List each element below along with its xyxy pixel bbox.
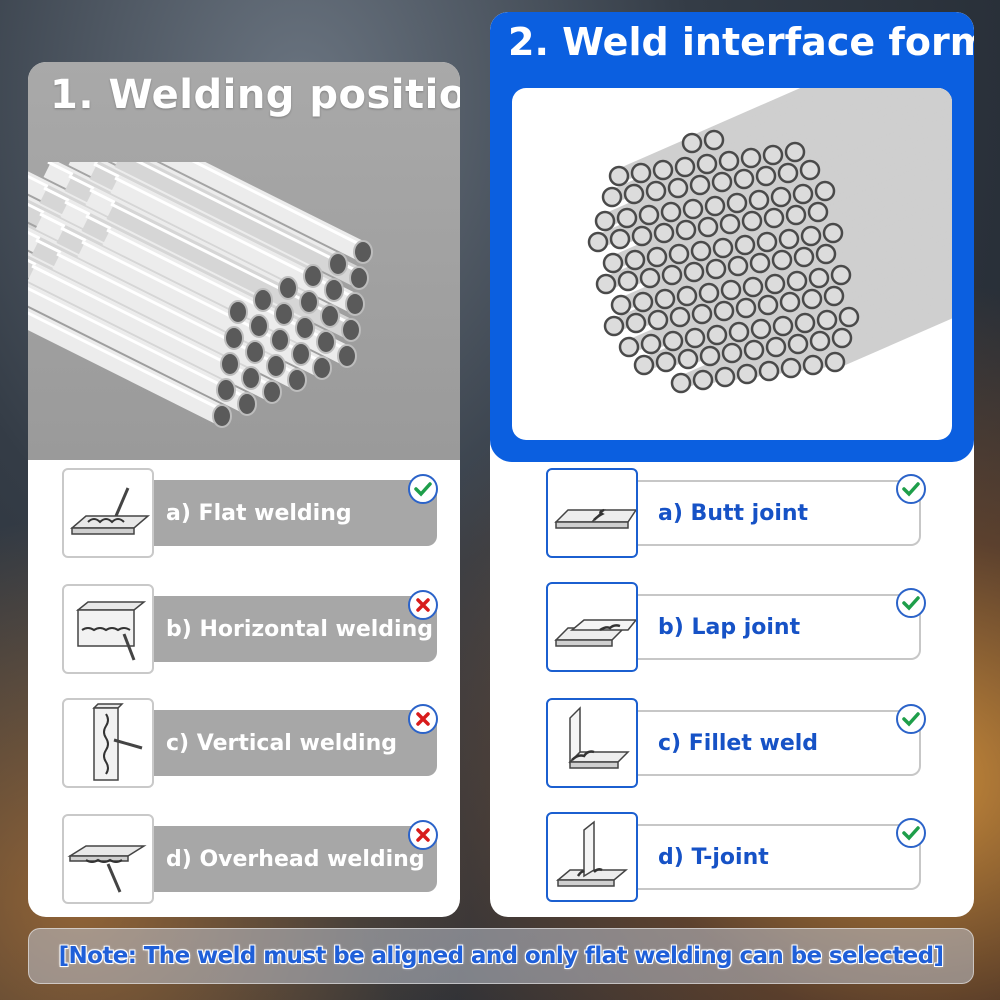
weld-interface-title: 2. Weld interface form: — [508, 20, 974, 64]
overhead-welding-label: d) Overhead welding — [154, 826, 437, 892]
rods-bundle-photo: 1. Welding position: — [28, 62, 460, 460]
row-horizontal-welding: b) Horizontal welding — [62, 584, 442, 674]
horizontal-welding-label: b) Horizontal welding — [154, 596, 437, 662]
overhead-welding-diagram — [62, 814, 154, 904]
lap-joint-diagram — [546, 582, 638, 672]
note-text: [Note: The weld must be aligned and only… — [58, 943, 944, 969]
row-overhead-welding: d) Overhead welding — [62, 814, 442, 904]
cross-icon — [408, 704, 438, 734]
weld-interface-panel: 2. Weld interface form: — [490, 12, 974, 917]
note-bar: [Note: The weld must be aligned and only… — [28, 928, 974, 984]
welding-position-panel: 1. Welding position: a) Flat welding b — [28, 62, 460, 917]
check-icon — [896, 588, 926, 618]
weld-interface-header: 2. Weld interface form: — [490, 12, 974, 462]
row-fillet-weld: c) Fillet weld — [546, 698, 926, 788]
check-icon — [896, 704, 926, 734]
row-flat-welding: a) Flat welding — [62, 468, 442, 558]
fillet-weld-label: c) Fillet weld — [638, 710, 921, 776]
cross-icon — [408, 590, 438, 620]
fillet-weld-diagram — [546, 698, 638, 788]
row-lap-joint: b) Lap joint — [546, 582, 926, 672]
check-icon — [896, 474, 926, 504]
flat-welding-label: a) Flat welding — [154, 480, 437, 546]
row-vertical-welding: c) Vertical welding — [62, 698, 442, 788]
cross-icon — [408, 820, 438, 850]
check-icon — [896, 818, 926, 848]
aluminum-rods-illustration — [28, 162, 373, 428]
horizontal-welding-diagram — [62, 584, 154, 674]
flat-welding-diagram — [62, 468, 154, 558]
check-icon — [408, 474, 438, 504]
row-butt-joint: a) Butt joint — [546, 468, 926, 558]
vertical-welding-diagram — [62, 698, 154, 788]
t-joint-diagram — [546, 812, 638, 902]
butt-joint-diagram — [546, 468, 638, 558]
welding-position-title: 1. Welding position: — [50, 72, 460, 118]
butt-joint-label: a) Butt joint — [638, 480, 921, 546]
rods-ends-photo — [512, 88, 952, 440]
t-joint-label: d) T-joint — [638, 824, 921, 890]
vertical-welding-label: c) Vertical welding — [154, 710, 437, 776]
aluminum-rod-ends-illustration — [587, 88, 952, 394]
row-t-joint: d) T-joint — [546, 812, 926, 902]
lap-joint-label: b) Lap joint — [638, 594, 921, 660]
